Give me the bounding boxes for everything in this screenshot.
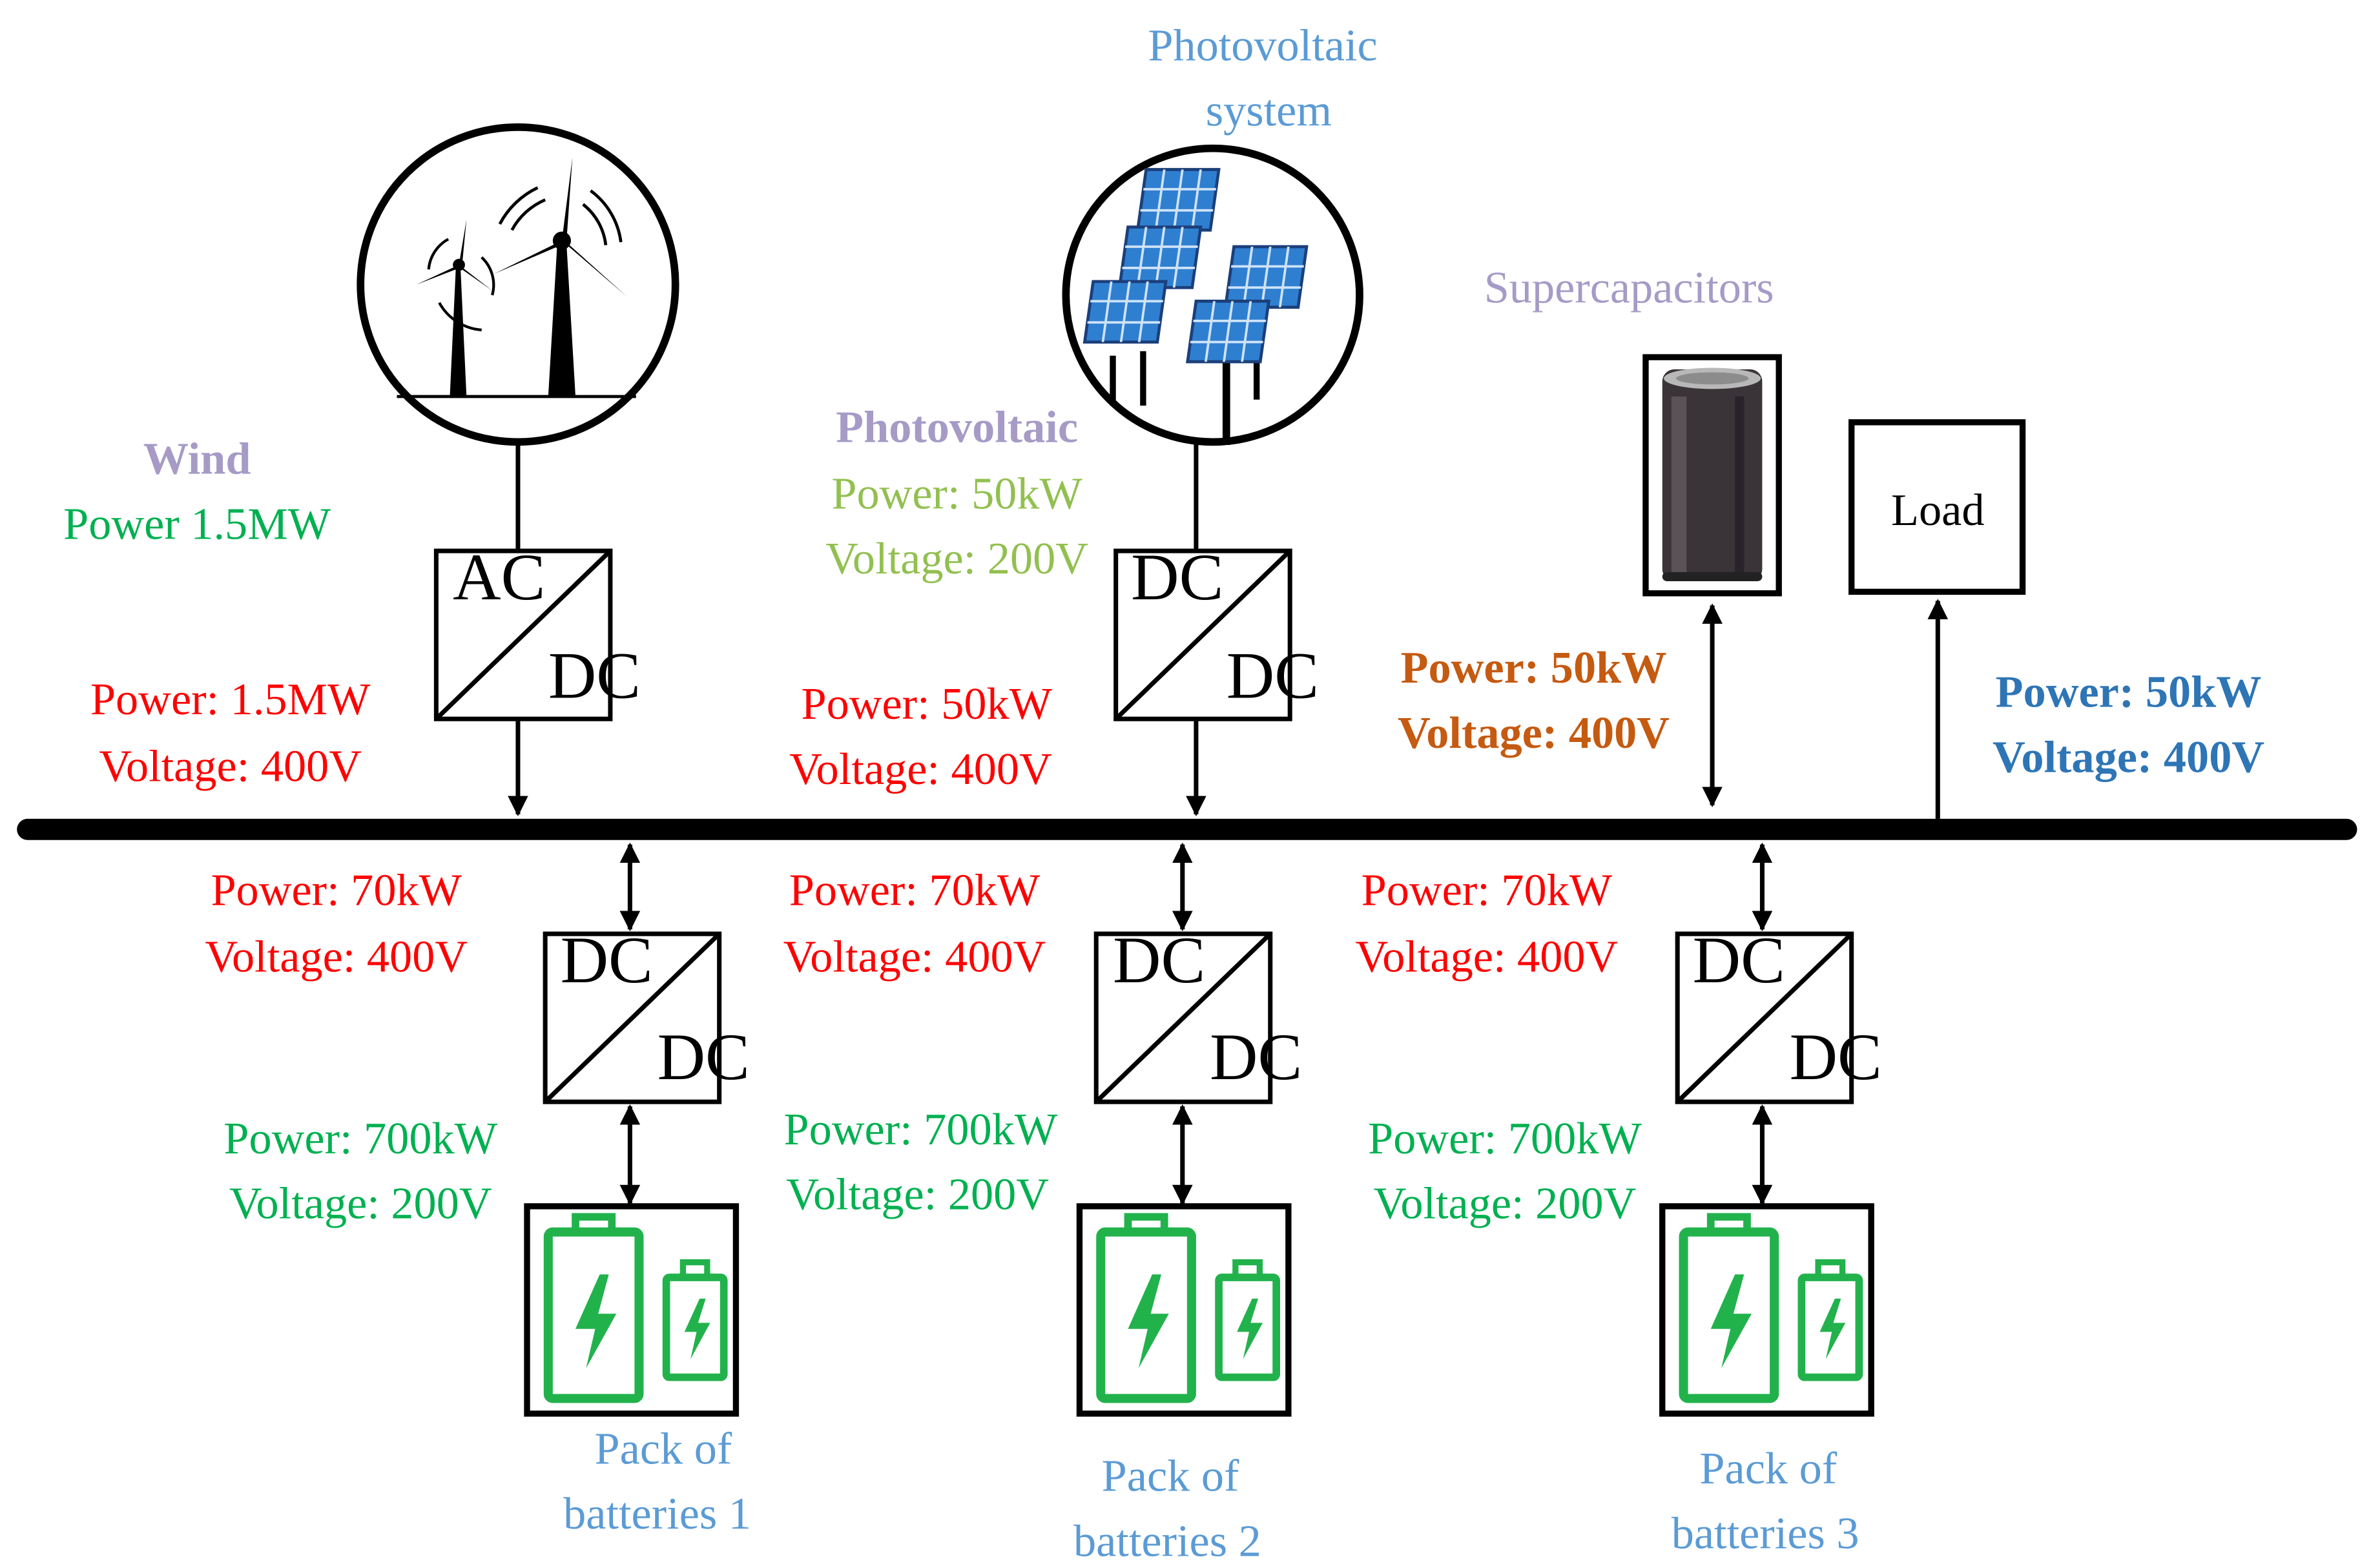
battery-1-name-line2: batteries 1 — [563, 1489, 751, 1539]
battery-3-pack-power: Power: 700kW — [1368, 1113, 1642, 1164]
battery-3-name-line1: Pack of — [1699, 1443, 1837, 1494]
pv-section: Photovoltaic system DC DC Photovoltaic P… — [789, 21, 1378, 817]
battery-3-pack-frame — [1659, 1203, 1874, 1417]
battery-1-converter-top: DC — [561, 923, 653, 997]
battery-3-converter-top: DC — [1693, 923, 1785, 997]
wind-power: Power 1.5MW — [63, 499, 331, 549]
pv-converter-top: DC — [1131, 541, 1223, 614]
battery-2-bus-power: Power: 70kW — [789, 865, 1041, 915]
battery-1-pack-frame — [524, 1203, 740, 1417]
load-label: Load — [1891, 485, 1984, 535]
battery-1-converter-bottom: DC — [657, 1020, 750, 1094]
load-box — [1848, 419, 2026, 595]
battery-1-pack-power: Power: 700kW — [223, 1113, 497, 1164]
load-power: Power: 50kW — [1996, 666, 2262, 717]
pv-voltage: Voltage: 200V — [825, 533, 1088, 584]
wind-bus-power: Power: 1.5MW — [90, 674, 371, 725]
battery-2-bus-voltage: Voltage: 400V — [783, 932, 1046, 982]
pv-system-title-line2: system — [1206, 86, 1332, 136]
battery-2-converter: DC DC — [1093, 923, 1302, 1104]
battery-3-pack-voltage: Voltage: 200V — [1374, 1179, 1637, 1229]
battery-3-bus-power: Power: 70kW — [1362, 865, 1613, 915]
pv-system-title-line1: Photovoltaic — [1148, 21, 1377, 71]
battery-1-name-line1: Pack of — [595, 1423, 732, 1474]
battery-branch-2: DC DC Power: 70kW Voltage: 400V Power: 7… — [783, 842, 1302, 1566]
battery-2-converter-top: DC — [1113, 923, 1205, 997]
pv-title: Photovoltaic — [836, 402, 1078, 452]
battery-1-bus-voltage: Voltage: 400V — [205, 932, 468, 982]
battery-2-pack-frame — [1076, 1203, 1292, 1417]
wind-bus-voltage: Voltage: 400V — [99, 741, 362, 791]
supercapacitor-icon — [1662, 367, 1763, 581]
solar-panels-icon — [1084, 169, 1307, 446]
pv-bus-power: Power: 50kW — [801, 679, 1052, 729]
pv-bus-voltage: Voltage: 400V — [789, 744, 1052, 794]
pv-power: Power: 50kW — [831, 468, 1082, 519]
wind-converter-bottom: DC — [548, 639, 641, 712]
wind-title: Wind — [143, 434, 251, 484]
load-section: Load Power: 50kW Voltage: 400V — [1848, 419, 2264, 819]
battery-3-converter: DC DC — [1675, 923, 1882, 1104]
wind-converter-top: AC — [453, 541, 545, 614]
battery-1-converter: DC DC — [543, 923, 750, 1104]
battery-branch-1: DC DC Power: 70kW Voltage: 400V Power: 7… — [205, 842, 751, 1539]
battery-branch-3: DC DC Power: 70kW Voltage: 400V Power: 7… — [1355, 842, 1882, 1559]
pv-converter: DC DC — [1113, 541, 1319, 721]
battery-1-pack-voltage: Voltage: 200V — [229, 1179, 492, 1229]
wind-section: AC DC Wind Power 1.5MW Power: 1.5MW Volt… — [63, 123, 679, 817]
battery-2-name-line2: batteries 2 — [1073, 1516, 1261, 1566]
wind-converter: AC DC — [433, 541, 641, 721]
pv-converter-bottom: DC — [1227, 639, 1319, 712]
supercap-voltage: Voltage: 400V — [1398, 708, 1670, 758]
supercap-section: Supercapacitors Power: 50kW Voltage: 400… — [1398, 263, 1782, 807]
battery-2-pack-power: Power: 700kW — [784, 1104, 1058, 1155]
wind-icon-circle — [357, 123, 679, 446]
battery-1-bus-power: Power: 70kW — [211, 865, 462, 915]
battery-2-converter-bottom: DC — [1210, 1020, 1302, 1094]
battery-3-converter-bottom: DC — [1790, 1020, 1882, 1094]
supercap-title: Supercapacitors — [1484, 263, 1774, 313]
supercap-power: Power: 50kW — [1401, 643, 1667, 693]
battery-2-name-line1: Pack of — [1102, 1450, 1239, 1501]
battery-3-bus-voltage: Voltage: 400V — [1355, 932, 1618, 982]
battery-2-pack-voltage: Voltage: 200V — [786, 1170, 1049, 1220]
load-voltage: Voltage: 400V — [1993, 732, 2264, 782]
battery-3-name-line2: batteries 3 — [1672, 1509, 1859, 1559]
